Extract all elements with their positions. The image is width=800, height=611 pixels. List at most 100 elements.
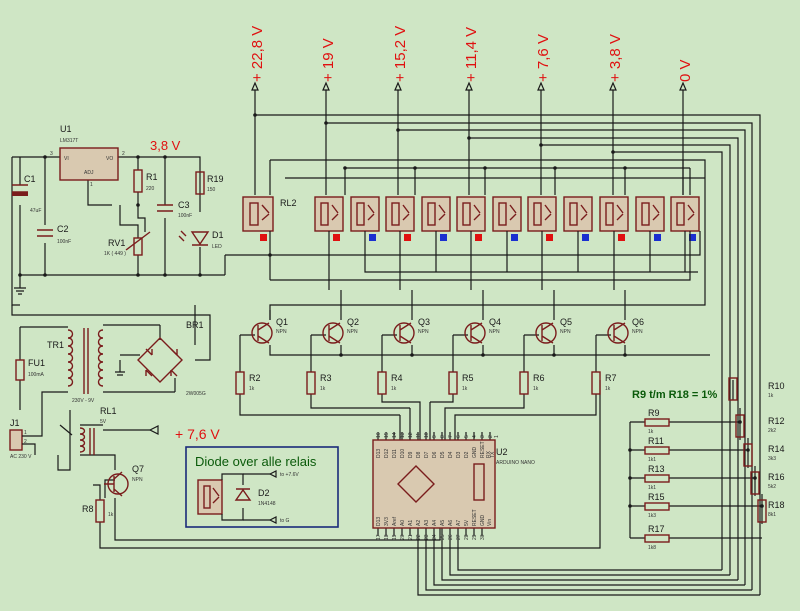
mcu-bottom-pin-2: Aref: [392, 516, 398, 526]
resistor-r9-ref: R9: [648, 408, 660, 418]
resistor-r2-value: 1k: [249, 386, 255, 392]
divider-left-resistors: R9 1k R11 1k1 R13 1k1 R15 1k3 R17 1k8: [644, 408, 670, 551]
mcu-top-num-5: 11: [416, 433, 422, 438]
voltage-rails: + 22,8 V + 19 V + 15,2 V + 11,4 V + 7,6 …: [249, 26, 694, 195]
transistor-q1-type: NPN: [276, 329, 287, 335]
mcu-bottom-pin-1: 3V3: [384, 517, 390, 526]
transformer-value: 230V - 9V: [72, 398, 95, 404]
jack-value: AC 230 V: [10, 454, 32, 460]
resistor-r5-value: 1k: [462, 386, 468, 392]
voltage-label-22v8: + 22,8 V: [249, 26, 266, 82]
resistor-r16-ref: R16: [768, 472, 785, 482]
mcu-bottom-pin-numbers: 17 18 19 20 21 22 23 24 25 26 27 28 29 3…: [376, 534, 486, 540]
trimmer-rv1-ref: RV1: [108, 238, 125, 248]
transformer-tr1: TR1 230V - 9V: [47, 328, 104, 404]
transistor-q7-ref: Q7: [132, 464, 144, 474]
mcu-top-num-15: 1: [494, 435, 500, 438]
resistor-r3-ref: R3: [320, 373, 332, 383]
led-d1-ref: D1: [212, 230, 224, 240]
resistor-r7-ref: R7: [605, 373, 617, 383]
mcu-bottom-num-5: 22: [416, 534, 422, 540]
mcu-top-pin-6: D7: [424, 451, 430, 458]
relay-rl1-ref: RL1: [100, 406, 117, 416]
transformer-ref: TR1: [47, 340, 64, 350]
cap-c1-ref: C1: [24, 174, 36, 184]
relay-indicators: [260, 234, 696, 241]
inset-title: Diode over alle relais: [195, 454, 317, 469]
mcu-top-num-10: 6: [456, 435, 462, 438]
divider-note: R9 t/m R18 = 1%: [632, 389, 718, 401]
mcu-top-num-4: 12: [408, 432, 414, 438]
fuse-fu1: FU1 100mA: [15, 358, 45, 381]
regulator-output-label: 3,8 V: [150, 138, 181, 153]
mcu-bottom-num-6: 23: [424, 534, 430, 540]
regulator-pin-vo: VO: [106, 156, 113, 162]
mcu-top-num-2: 14: [392, 432, 398, 438]
transistor-q5-type: NPN: [560, 329, 571, 335]
resistor-r19: R19 150: [195, 171, 224, 195]
mcu-bottom-pin-0: D13: [376, 517, 382, 526]
mcu-bottom-pin-7: A4: [432, 520, 438, 526]
resistor-r19-ref: R19: [207, 174, 224, 184]
regulator-part: LM317T: [60, 138, 78, 144]
cap-c3: C3 100nF: [157, 200, 192, 219]
mcu-top-pin-8: D5: [440, 451, 446, 458]
npn-transistors: [251, 322, 629, 344]
mcu-bottom-num-1: 18: [384, 534, 390, 540]
mcu-bottom-pin-10: A7: [456, 520, 462, 526]
resistor-r12-value: 2k2: [768, 428, 776, 434]
driver-stage: Q1 NPN Q2 NPN Q3 NPN Q4 NPN Q5 NPN Q6 NP…: [235, 290, 710, 440]
resistor-r9-value: 1k: [648, 429, 654, 435]
voltage-label-11v4: + 11,4 V: [463, 27, 480, 82]
divider-right-resistors: R10 1k R12 2k2 R14 3k3 R16 5k2 R18 8k1: [728, 377, 785, 523]
mcu-top-num-9: 7: [448, 435, 454, 438]
resistor-r12-ref: R12: [768, 416, 785, 426]
resistor-r8: R8 1k: [82, 499, 114, 523]
output-relay-section: RL1 5V + 7,6 V Q7 NPN R8 1k: [57, 380, 601, 549]
mcu-top-pin-14: RX: [486, 450, 492, 458]
resistor-r2-ref: R2: [249, 373, 261, 383]
regulator-pin-adj: ADJ: [84, 170, 94, 176]
mcu-bottom-pin-6: A3: [424, 520, 430, 526]
relay-rl2: RL2: [242, 196, 297, 232]
mcu-top-num-11: 5: [464, 435, 470, 438]
mcu-top-num-6: 10: [424, 432, 430, 438]
voltage-label-7v6: + 7,6 V: [535, 34, 552, 82]
mcu-bottom-num-12: 29: [472, 534, 478, 540]
mcu-ref: U2: [496, 447, 508, 457]
mcu-top-pin-1: D12: [384, 449, 390, 458]
mcu-top-pin-2: D11: [392, 449, 398, 458]
resistor-r10-ref: R10: [768, 381, 785, 391]
resistor-r10-value: 1k: [768, 393, 774, 399]
resistor-r11-value: 1k1: [648, 457, 656, 463]
resistor-r14-value: 3k3: [768, 456, 776, 462]
mcu-bottom-num-10: 27: [456, 534, 462, 540]
mcu-bottom-pins: D13 3V3 Aref A0 A1 A2 A3 A4 A5 A6 A7 5V …: [376, 509, 493, 526]
mcu-bottom-num-3: 20: [400, 534, 406, 540]
voltage-label-19v: + 19 V: [320, 38, 337, 82]
mcu-top-pin-11: D2: [464, 451, 470, 458]
transistor-q2-type: NPN: [347, 329, 358, 335]
mcu-top-pin-0: D13: [376, 449, 382, 458]
resistor-r15-ref: R15: [648, 492, 665, 502]
regulator-u1: [59, 147, 119, 181]
relay-pairs: [314, 196, 700, 232]
mcu-bottom-num-9: 26: [448, 534, 454, 540]
mcu-top-pin-numbers: 16 15 14 13 12 11 10 9 8 7 6 5 4 3 2 1: [376, 432, 500, 438]
cap-c1-value: 47uF: [30, 208, 41, 214]
mcu-top-num-0: 16: [376, 432, 382, 438]
mcu-bottom-pin-11: 5V: [464, 519, 470, 526]
mcu-bottom-pin-3: A0: [400, 520, 406, 526]
mcu-top-pin-3: D10: [400, 449, 406, 458]
mcu-top-num-1: 15: [384, 432, 390, 438]
mcu-bottom-num-11: 28: [464, 534, 470, 540]
resistor-r17-ref: R17: [648, 524, 665, 534]
transistor-q6-ref: Q6: [632, 317, 644, 327]
inset-to-plus: to +7.6V: [280, 472, 299, 478]
mcu-bottom-pin-8: A5: [440, 520, 446, 526]
cap-c1: C1 47uF: [12, 174, 41, 214]
mcu-top-pin-13: RESET: [480, 441, 486, 458]
inset-d2-ref: D2: [258, 488, 270, 498]
mcu-part: ARDUINO NANO: [496, 460, 535, 466]
